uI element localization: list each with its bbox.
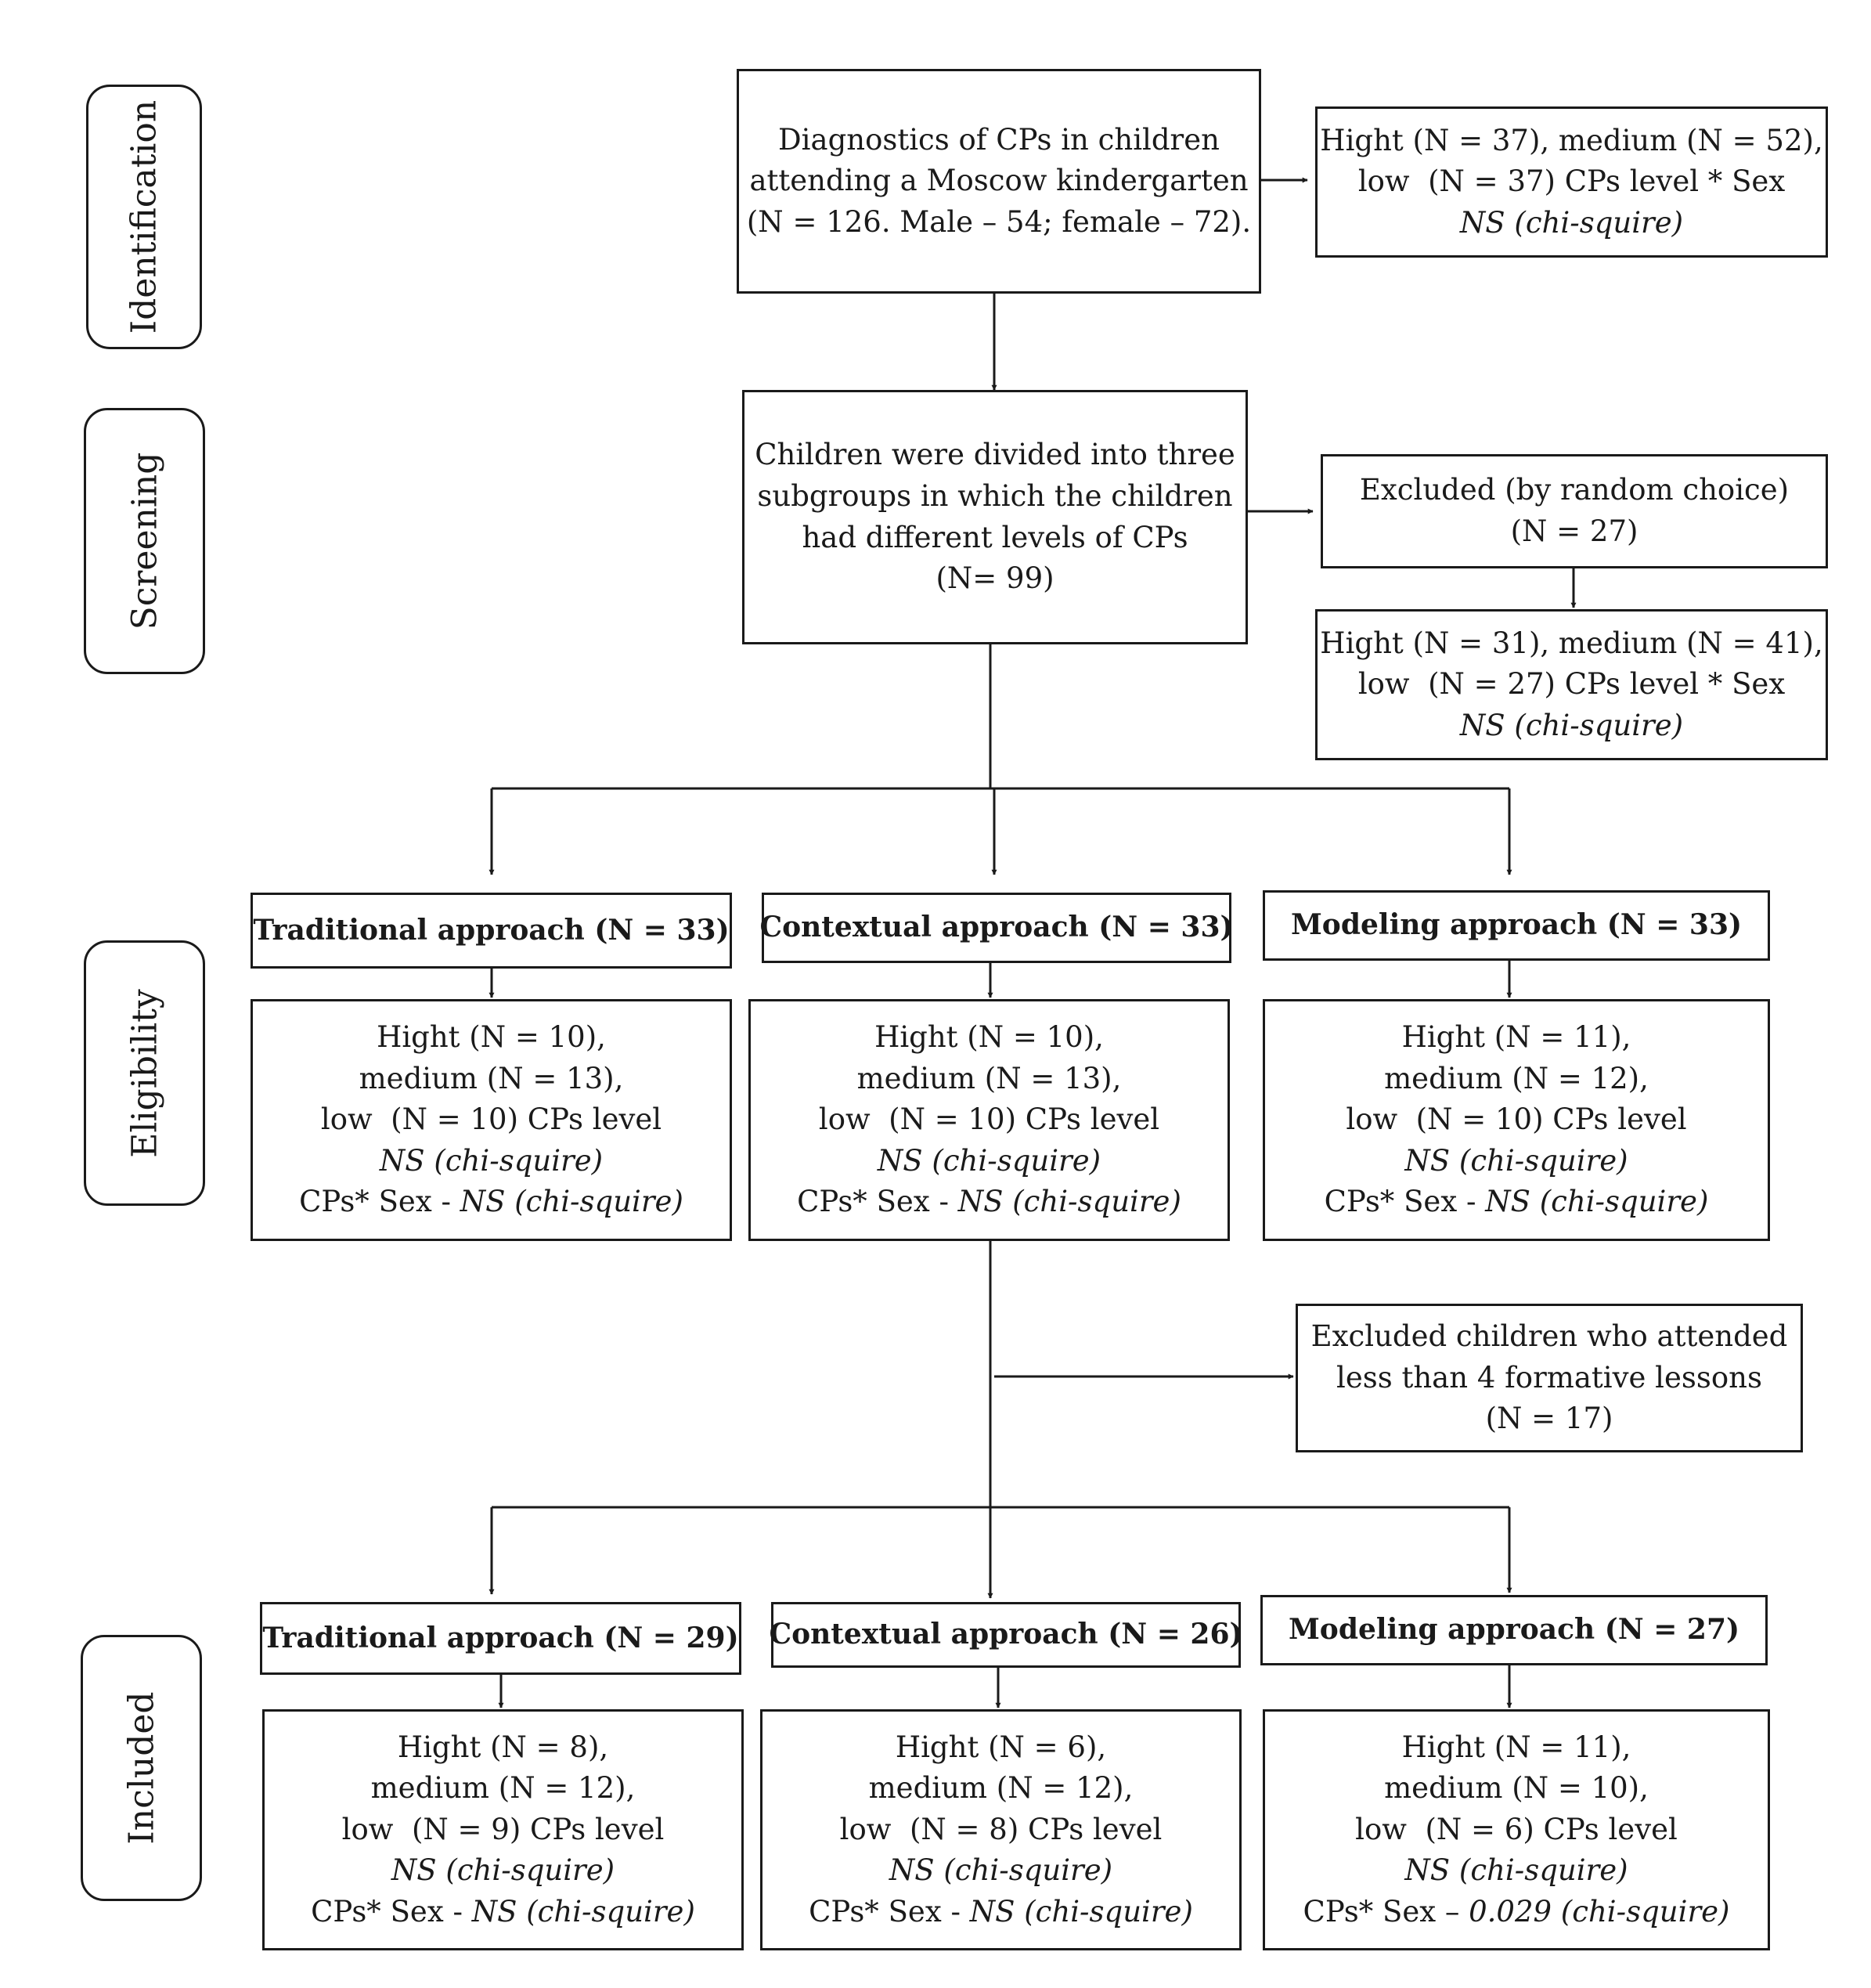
screening-main-box: Children were divided into three subgrou… (742, 390, 1248, 644)
detail-line: Hight (N = 6), (895, 1730, 1107, 1764)
detail-sex-value: NS (chi-squire) (969, 1894, 1193, 1928)
detail-significance: NS (chi-squire) (1404, 1853, 1628, 1888)
screening-levels-significance: NS (chi-squire) (1459, 708, 1684, 742)
detail-line: Hight (N = 10), (377, 1020, 606, 1055)
detail-line: medium (N = 10), (1384, 1771, 1649, 1806)
detail-line: medium (N = 12), (370, 1771, 636, 1806)
detail-line: low (N = 10) CPs level (1346, 1102, 1687, 1137)
included-traditional-head: Traditional approach (N = 29) (260, 1602, 741, 1675)
screening-line: (N= 99) (936, 561, 1054, 596)
eligibility-traditional-head: Traditional approach (N = 33) (251, 893, 732, 969)
detail-sex-value: 0.029 (chi-squire) (1469, 1894, 1730, 1928)
identification-line: (N = 126. Male – 54; female – 72). (746, 204, 1252, 239)
detail-sex-label: CPs* Sex - (809, 1894, 970, 1928)
detail-sex-line: CPs* Sex - NS (chi-squire) (797, 1182, 1181, 1223)
excluded-lessons-box: Excluded children who attended less than… (1296, 1304, 1803, 1452)
included-contextual-title: Contextual approach (N = 26) (769, 1618, 1243, 1651)
detail-sex-label: CPs* Sex - (797, 1185, 958, 1219)
screening-levels-line: Hight (N = 31), medium (N = 41), (1320, 626, 1823, 660)
excluded-lessons-line: less than 4 formative lessons (1336, 1360, 1762, 1394)
identification-levels-box: Hight (N = 37), medium (N = 52), low (N … (1315, 106, 1828, 258)
detail-line: Hight (N = 11), (1401, 1730, 1631, 1764)
eligibility-modeling-detail: Hight (N = 11), medium (N = 12), low (N … (1263, 999, 1770, 1241)
stage-identification-label: Identification (124, 99, 164, 334)
identification-levels-line: Hight (N = 37), medium (N = 52), (1320, 123, 1823, 157)
eligibility-traditional-title: Traditional approach (N = 33) (253, 913, 730, 947)
eligibility-contextual-head: Contextual approach (N = 33) (759, 893, 1234, 963)
detail-sex-line: CPs* Sex - NS (chi-squire) (311, 1892, 695, 1933)
stage-included: Included (81, 1635, 202, 1901)
identification-levels-line: low (N = 37) CPs level * Sex (1357, 164, 1786, 199)
included-modeling-head: Modeling approach (N = 27) (1260, 1595, 1768, 1665)
detail-line: Hight (N = 11), (1401, 1020, 1631, 1055)
detail-line: Hight (N = 8), (397, 1730, 609, 1764)
detail-line: low (N = 10) CPs level (818, 1102, 1160, 1137)
included-modeling-detail: Hight (N = 11), medium (N = 10), low (N … (1263, 1709, 1770, 1950)
stage-eligibility: Eligibility (84, 940, 205, 1206)
detail-line: medium (N = 13), (359, 1061, 624, 1095)
stage-identification: Identification (86, 85, 202, 349)
eligibility-contextual-detail: Hight (N = 10), medium (N = 13), low (N … (748, 999, 1230, 1241)
eligibility-modeling-head: Modeling approach (N = 33) (1263, 890, 1770, 961)
screening-excluded-box: Excluded (by random choice) (N = 27) (1321, 454, 1828, 568)
included-modeling-title: Modeling approach (N = 27) (1288, 1613, 1740, 1647)
included-contextual-head: Contextual approach (N = 26) (769, 1602, 1243, 1668)
detail-sex-line: CPs* Sex - NS (chi-squire) (299, 1182, 683, 1223)
detail-sex-line: CPs* Sex – 0.029 (chi-squire) (1303, 1892, 1730, 1933)
detail-sex-line: CPs* Sex - NS (chi-squire) (809, 1892, 1193, 1933)
detail-line: medium (N = 12), (868, 1771, 1134, 1806)
detail-line: Hight (N = 10), (874, 1020, 1104, 1055)
screening-excluded-line: Excluded (by random choice) (1359, 473, 1790, 507)
included-traditional-detail: Hight (N = 8), medium (N = 12), low (N =… (262, 1709, 744, 1950)
detail-line: low (N = 10) CPs level (320, 1102, 662, 1137)
detail-sex-label: CPs* Sex - (1324, 1185, 1486, 1219)
detail-sex-value: NS (chi-squire) (957, 1185, 1181, 1219)
detail-significance: NS (chi-squire) (889, 1853, 1113, 1888)
stage-included-label: Included (121, 1691, 161, 1845)
screening-excluded-line: (N = 27) (1510, 514, 1638, 548)
eligibility-traditional-detail: Hight (N = 10), medium (N = 13), low (N … (251, 999, 732, 1241)
detail-line: medium (N = 12), (1384, 1061, 1649, 1095)
detail-line: low (N = 6) CPs level (1355, 1812, 1678, 1846)
detail-line: medium (N = 13), (856, 1061, 1122, 1095)
identification-levels-significance: NS (chi-squire) (1459, 205, 1684, 240)
detail-sex-value: NS (chi-squire) (471, 1894, 695, 1928)
screening-line: Children were divided into three (755, 438, 1235, 472)
detail-sex-line: CPs* Sex - NS (chi-squire) (1325, 1182, 1709, 1223)
screening-line: had different levels of CPs (802, 520, 1188, 554)
screening-levels-line: low (N = 27) CPs level * Sex (1357, 667, 1786, 702)
detail-sex-label: CPs* Sex – (1303, 1894, 1469, 1928)
screening-levels-box: Hight (N = 31), medium (N = 41), low (N … (1315, 609, 1828, 760)
eligibility-modeling-title: Modeling approach (N = 33) (1290, 908, 1743, 942)
detail-line: low (N = 8) CPs level (839, 1812, 1163, 1846)
excluded-lessons-line: Excluded children who attended (1310, 1319, 1788, 1354)
detail-significance: NS (chi-squire) (391, 1853, 615, 1888)
stage-screening-label: Screening (124, 452, 164, 630)
detail-significance: NS (chi-squire) (877, 1143, 1101, 1178)
detail-sex-label: CPs* Sex - (299, 1185, 460, 1219)
detail-sex-value: NS (chi-squire) (1485, 1185, 1709, 1219)
detail-significance: NS (chi-squire) (1404, 1143, 1628, 1178)
identification-main-box: Diagnostics of CPs in children attending… (737, 69, 1261, 294)
stage-screening: Screening (84, 408, 205, 674)
detail-sex-value: NS (chi-squire) (460, 1185, 683, 1219)
detail-line: low (N = 9) CPs level (341, 1812, 665, 1846)
detail-significance: NS (chi-squire) (379, 1143, 604, 1178)
identification-line: Diagnostics of CPs in children (778, 122, 1220, 157)
eligibility-contextual-title: Contextual approach (N = 33) (759, 911, 1234, 944)
included-traditional-title: Traditional approach (N = 29) (262, 1621, 739, 1654)
stage-eligibility-label: Eligibility (124, 988, 164, 1158)
screening-line: subgroups in which the children (757, 478, 1233, 513)
included-contextual-detail: Hight (N = 6), medium (N = 12), low (N =… (760, 1709, 1242, 1950)
excluded-lessons-line: (N = 17) (1485, 1402, 1613, 1436)
detail-sex-label: CPs* Sex - (311, 1894, 472, 1928)
identification-line: attending a Moscow kindergarten (749, 164, 1249, 198)
